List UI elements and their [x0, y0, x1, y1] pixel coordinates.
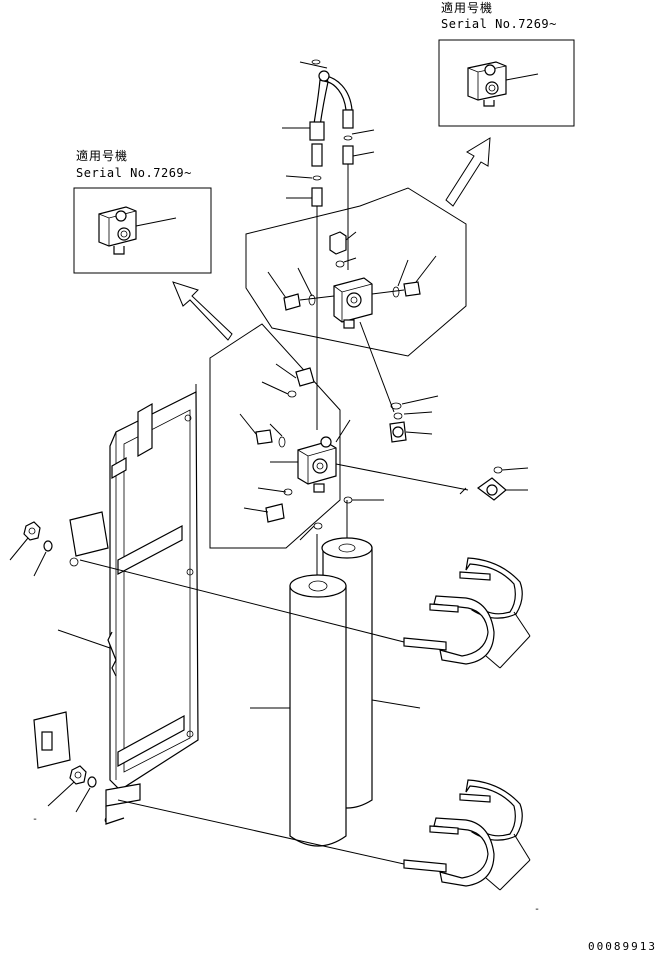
applicability-label: 適用号機	[441, 0, 493, 15]
leader-line	[359, 321, 395, 413]
hose-assembly	[282, 59, 375, 430]
valve-block-lower	[239, 363, 469, 523]
serial-label: Serial No.7269~	[441, 17, 557, 31]
detail-box	[73, 187, 212, 274]
detail-outline-lower	[209, 323, 341, 549]
leader-line	[117, 799, 405, 865]
stray-mark: -	[32, 814, 38, 825]
detail-box	[438, 39, 575, 127]
stray-mark: -	[534, 904, 540, 915]
mounting-bracket	[33, 384, 199, 825]
leader-line	[57, 629, 111, 649]
detail-valve-block	[98, 206, 177, 255]
detail-valve-block	[467, 61, 539, 107]
nut-washer-upper	[9, 521, 53, 577]
detail-callout-left: 適用号機 Serial No.7269~	[73, 148, 212, 274]
elbow-fitting-right-lower	[459, 466, 529, 501]
serial-label: Serial No.7269~	[76, 166, 192, 180]
callout-arrow-top-right	[445, 137, 491, 207]
detail-callout-top-right: 適用号機 Serial No.7269~	[438, 0, 575, 127]
callout-arrow-left	[172, 281, 233, 341]
nut-washer-lower	[47, 765, 97, 813]
elbow-fitting-right-upper	[389, 395, 439, 443]
leader-line	[79, 559, 405, 643]
detail-outline-upper	[245, 187, 467, 357]
clamp-band-lower	[403, 779, 531, 891]
drawing-number: 00089913	[588, 940, 657, 953]
valve-block-upper	[267, 231, 437, 329]
clamp-band-upper	[403, 557, 531, 669]
applicability-label: 適用号機	[76, 148, 128, 163]
